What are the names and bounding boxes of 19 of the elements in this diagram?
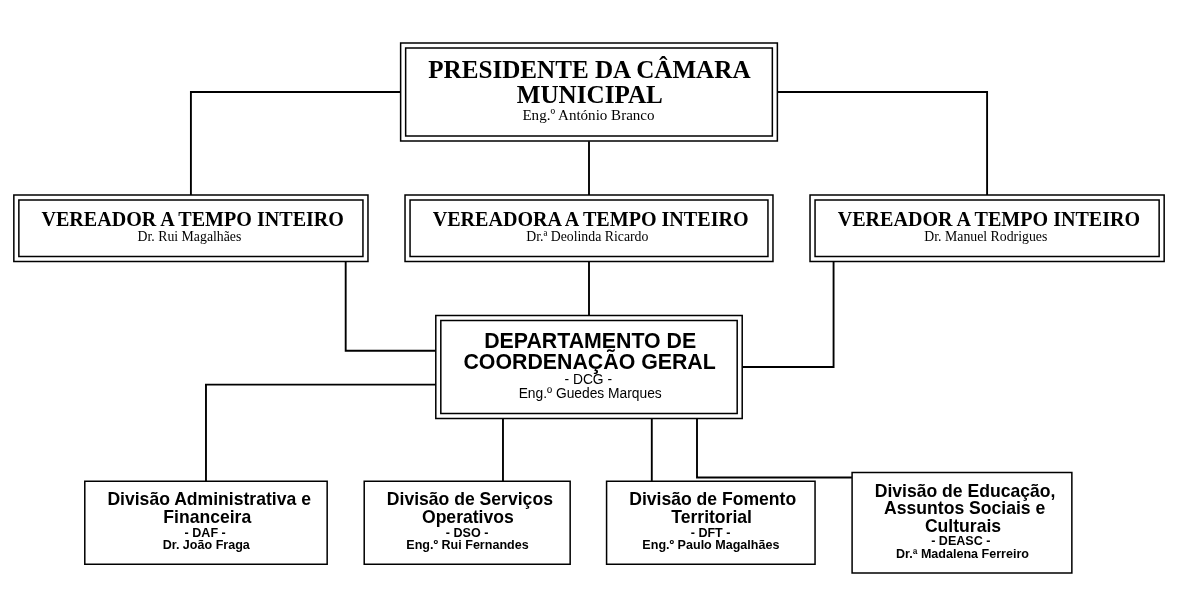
connector [205, 383, 437, 482]
connector [189, 90, 402, 196]
connector [776, 90, 989, 196]
connector [344, 260, 437, 352]
connector [650, 417, 653, 482]
node-box: Divisão de Educação, Assuntos Sociais e Culturais - DEASC - Dr.ª Madalena Ferreiro [851, 471, 1073, 574]
connector [588, 260, 590, 316]
node-box: VEREADORA A TEMPO INTEIRO Dr.ª Deolinda Ricardo [404, 193, 774, 262]
node-box: VEREADOR A TEMPO INTEIRO Dr. Rui Magalhães [13, 193, 369, 262]
connector [741, 260, 835, 368]
connector [588, 139, 590, 196]
node-box: Divisão Administrativa e Financeira - DAF - Dr. João Fraga [84, 480, 328, 565]
node-box: VEREADOR A TEMPO INTEIRO Dr. Manuel Rodrigues [809, 193, 1165, 262]
node-box: DEPARTAMENTO DE COORDENAÇÃO GERAL - DCG - Eng.º Guedes Marques [435, 314, 743, 419]
connector [696, 417, 853, 478]
node-box: PRESIDENTE DA CÂMARA MUNICIPAL Eng.º António Branco [399, 41, 779, 142]
node-box: Divisão de Fomento Territorial - DFT - Eng.º Paulo Magalhães [605, 480, 816, 565]
connector [502, 417, 504, 482]
node-box: Divisão de Serviços Operativos - DSO - Eng.º Rui Fernandes [363, 480, 571, 565]
